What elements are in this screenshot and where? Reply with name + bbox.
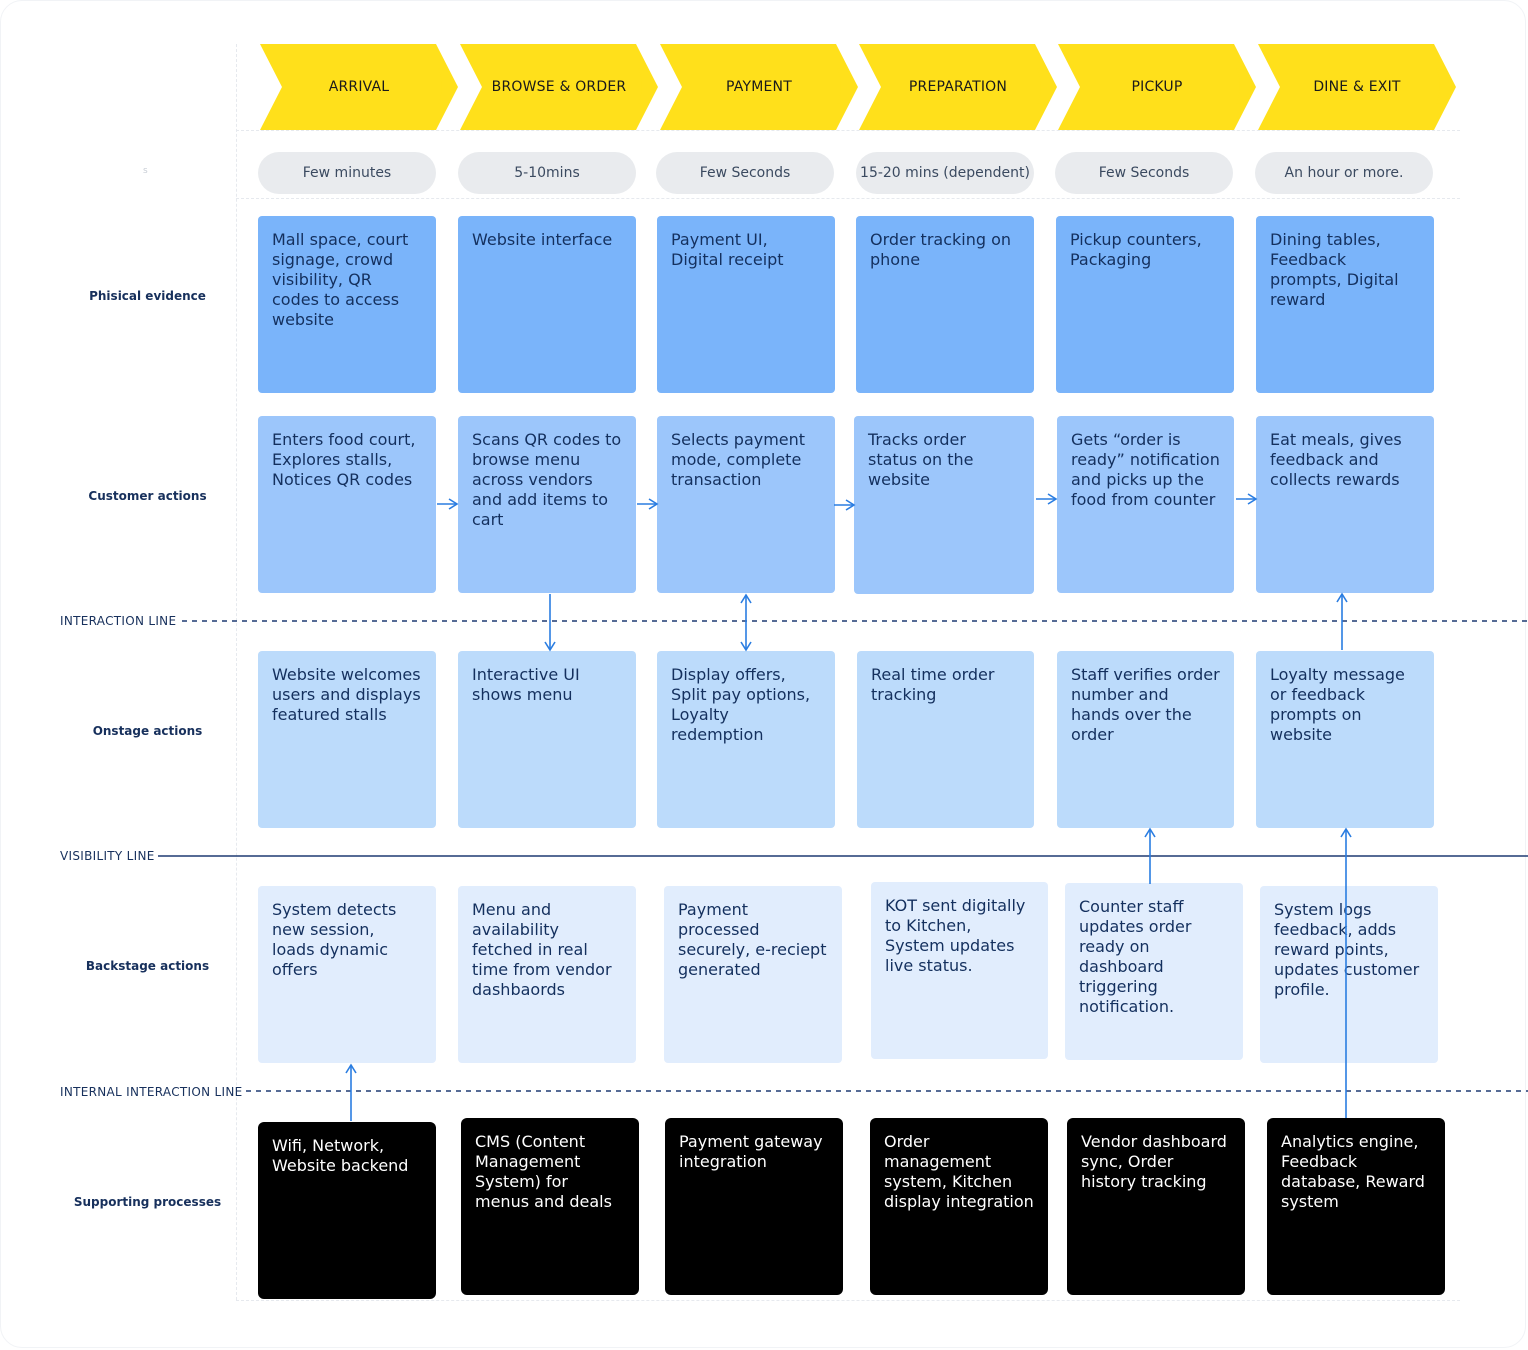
row-label-physical-evidence: Phisical evidence: [89, 289, 206, 303]
supporting-process-card: Vendor dashboard sync, Order history tra…: [1067, 1118, 1245, 1295]
stage-arrival: ARRIVAL: [260, 44, 458, 130]
stray-mark: s: [143, 166, 148, 176]
stage-pickup: PICKUP: [1058, 44, 1256, 130]
stage-shape: [660, 44, 858, 130]
supporting-process-card: Analytics engine, Feedback database, Rew…: [1267, 1118, 1445, 1295]
customer-action-card: Selects payment mode, complete transacti…: [657, 416, 835, 593]
internal-interaction-line-label: INTERNAL INTERACTION LINE: [60, 1085, 243, 1099]
backstage-action-card: Counter staff updates order ready on das…: [1065, 883, 1243, 1060]
onstage-action-card: Website welcomes users and displays feat…: [258, 651, 436, 828]
duration-pill: Few Seconds: [656, 152, 834, 194]
customer-action-card: Scans QR codes to browse menu across ven…: [458, 416, 636, 593]
duration-pill: 5-10mins: [458, 152, 636, 194]
stage-shape: [460, 44, 658, 130]
stage-label: ARRIVAL: [328, 79, 390, 95]
duration-pill: Few minutes: [258, 152, 436, 194]
stage-label: PREPARATION: [908, 79, 1008, 95]
grid-line: [236, 198, 1460, 199]
backstage-action-card: Menu and availability fetched in real ti…: [458, 886, 636, 1063]
stage-label: BROWSE & ORDER: [491, 79, 627, 95]
grid-line: [236, 130, 1460, 131]
customer-action-card: Enters food court, Explores stalls, Noti…: [258, 416, 436, 593]
duration-pill: Few Seconds: [1055, 152, 1233, 194]
stage-label: DINE & EXIT: [1313, 79, 1401, 95]
duration-pill: 15-20 mins (dependent): [856, 152, 1034, 194]
row-label-customer-actions: Customer actions: [88, 489, 207, 503]
supporting-process-card: Wifi, Network, Website backend: [258, 1122, 436, 1299]
customer-action-card: Tracks order status on the website: [854, 416, 1034, 594]
customer-action-card: Eat meals, gives feedback and collects r…: [1256, 416, 1434, 593]
stage-label: PICKUP: [1131, 79, 1183, 95]
physical-evidence-card: Website interface: [458, 216, 636, 393]
onstage-action-card: Loyalty message or feedback prompts on w…: [1256, 651, 1434, 828]
onstage-action-card: Staff verifies order number and hands ov…: [1057, 651, 1234, 828]
stage-label: PAYMENT: [726, 79, 792, 95]
onstage-action-card: Interactive UI shows menu: [458, 651, 636, 828]
physical-evidence-card: Order tracking on phone: [856, 216, 1034, 393]
supporting-process-card: CMS (Content Management System) for menu…: [461, 1118, 639, 1295]
backstage-action-card: KOT sent digitally to Kitchen, System up…: [871, 882, 1048, 1059]
customer-action-card: Gets “order is ready” notification and p…: [1057, 416, 1234, 593]
onstage-action-card: Display offers, Split pay options, Loyal…: [657, 651, 835, 828]
backstage-action-card: System logs feedback, adds reward points…: [1260, 886, 1438, 1063]
visibility-line-label: VISIBILITY LINE: [60, 849, 155, 863]
row-label-supporting-processes: Supporting processes: [73, 1195, 222, 1209]
physical-evidence-card: Pickup counters, Packaging: [1056, 216, 1234, 393]
stage-shape: [1258, 44, 1456, 130]
physical-evidence-card: Mall space, court signage, crowd visibil…: [258, 216, 436, 393]
duration-pill: An hour or more.: [1255, 152, 1433, 194]
stage-shape: [1058, 44, 1256, 130]
supporting-process-card: Payment gateway integration: [665, 1118, 843, 1295]
row-label-backstage-actions: Backstage actions: [85, 959, 210, 973]
stage-dine-exit: DINE & EXIT: [1258, 44, 1456, 130]
stage-browse-order: BROWSE & ORDER: [460, 44, 658, 130]
stage-shape: [260, 44, 458, 130]
row-label-onstage-actions: Onstage actions: [92, 724, 203, 738]
physical-evidence-card: Dining tables, Feedback prompts, Digital…: [1256, 216, 1434, 393]
stage-preparation: PREPARATION: [859, 44, 1057, 130]
backstage-action-card: Payment processed securely, e-reciept ge…: [664, 886, 842, 1063]
stage-shape: [859, 44, 1057, 130]
grid-line: [236, 44, 237, 1300]
interaction-line-label: INTERACTION LINE: [60, 614, 177, 628]
supporting-process-card: Order management system, Kitchen display…: [870, 1118, 1048, 1295]
onstage-action-card: Real time order tracking: [857, 651, 1034, 828]
physical-evidence-card: Payment UI, Digital receipt: [657, 216, 835, 393]
backstage-action-card: System detects new session, loads dynami…: [258, 886, 436, 1063]
stage-payment: PAYMENT: [660, 44, 858, 130]
grid-line: [236, 1300, 1460, 1301]
